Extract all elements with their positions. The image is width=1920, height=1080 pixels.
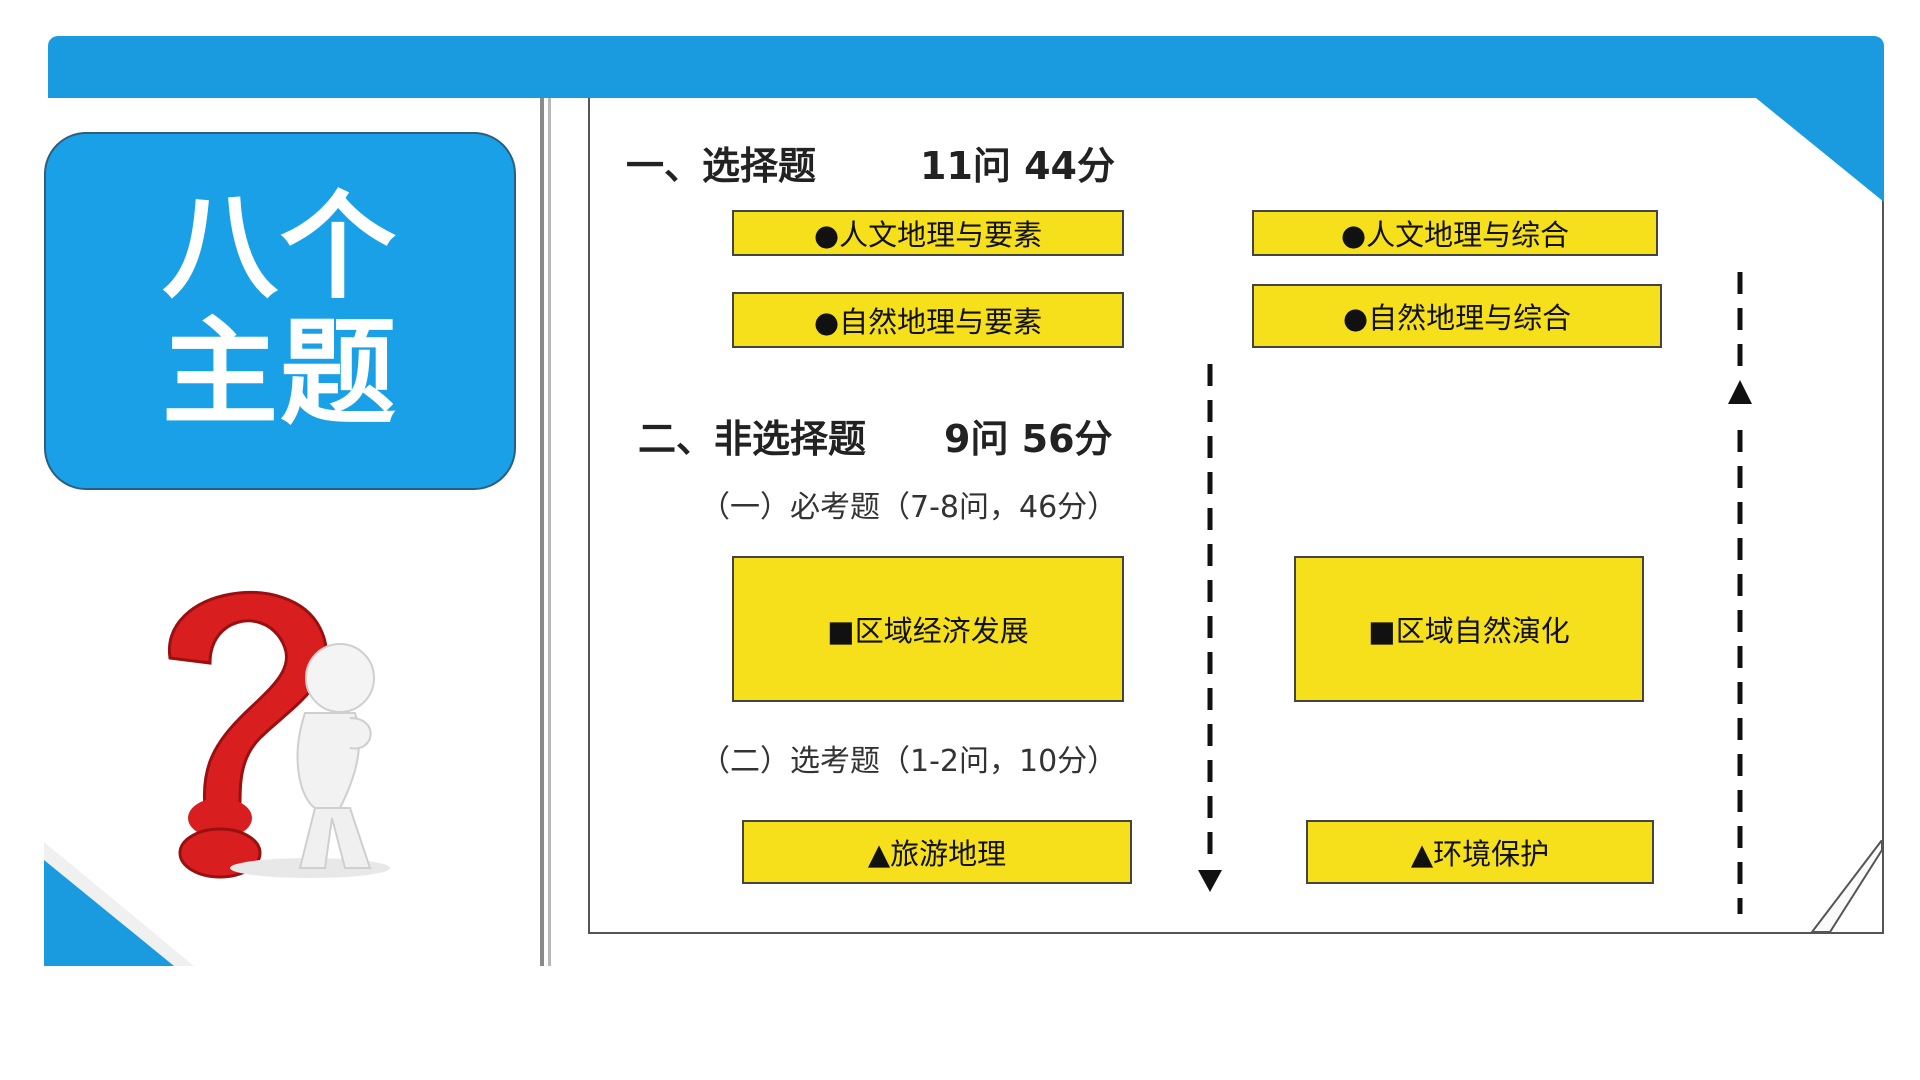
title-card: 八个 主题 <box>44 132 516 490</box>
required-questions-label: （一）必考题（7-8问，46分） <box>700 490 1118 525</box>
corner-decoration-right <box>1756 98 1884 202</box>
box-natural-geo-synthesis: ●自然地理与综合 <box>1252 284 1662 348</box>
box-environment: ▲环境保护 <box>1306 820 1654 884</box>
corner-decoration-left <box>44 860 174 966</box>
section-nonchoice-detail: 9问 56分 <box>944 417 1113 461</box>
box-regional-nature: ■区域自然演化 <box>1294 556 1644 702</box>
box-human-geo-synthesis: ●人文地理与综合 <box>1252 210 1658 256</box>
title-line-1: 八个 <box>162 180 398 315</box>
title-line-2: 主题 <box>162 306 398 441</box>
box-human-geo-elements: ●人文地理与要素 <box>732 210 1124 256</box>
box-regional-economy: ■区域经济发展 <box>732 556 1124 702</box>
up-arrow-icon <box>1728 272 1752 914</box>
down-arrow-icon <box>1198 364 1222 892</box>
optional-questions-label: （二）选考题（1-2问，10分） <box>700 744 1118 779</box>
page-fold-icon <box>1810 840 1883 933</box>
vertical-divider-inner <box>548 98 551 966</box>
box-tourism: ▲旅游地理 <box>742 820 1132 884</box>
header-bar <box>48 36 1884 98</box>
box-natural-geo-elements: ●自然地理与要素 <box>732 292 1124 348</box>
vertical-divider <box>540 98 544 966</box>
section-nonchoice-label: 二、非选择题 <box>638 417 867 461</box>
section-choice-label: 一、选择题 <box>626 144 817 188</box>
section-choice-detail: 11问 44分 <box>920 144 1115 188</box>
